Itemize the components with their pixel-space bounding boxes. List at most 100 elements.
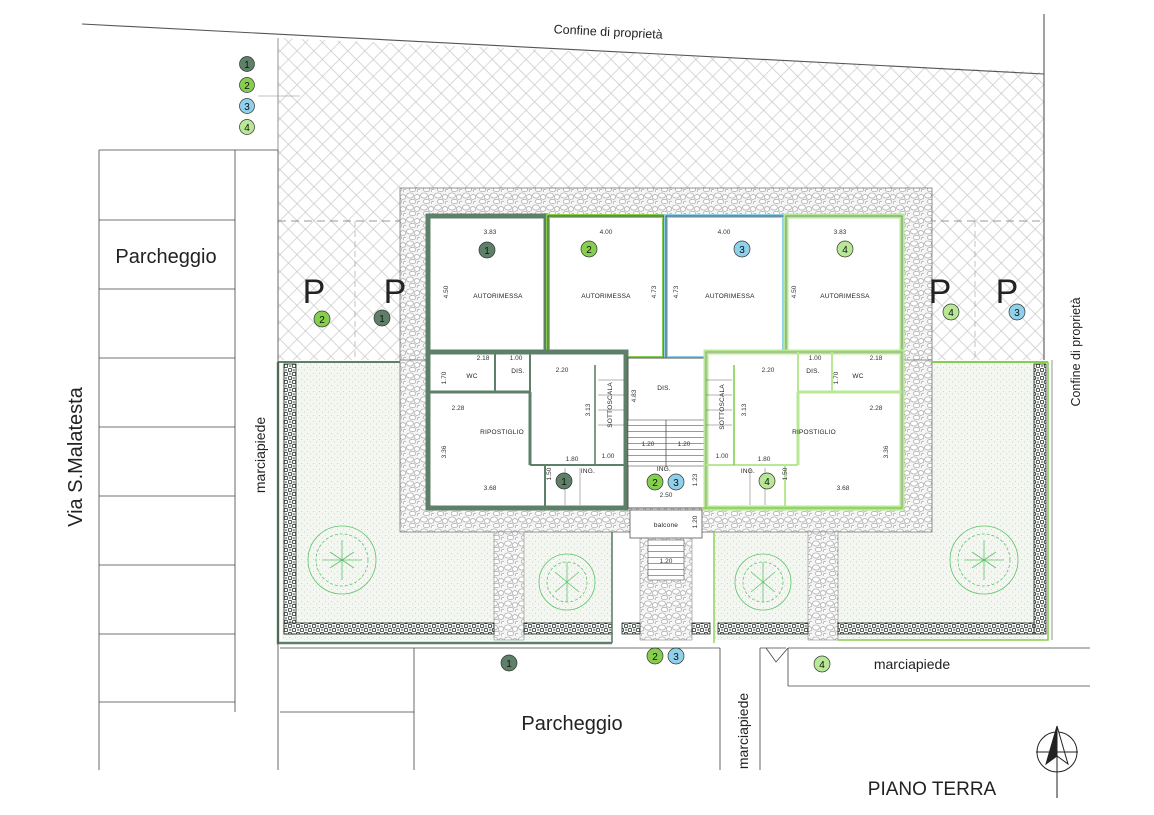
dim-label: 1.70 — [833, 371, 840, 384]
dim-label: 1.20 — [678, 441, 691, 448]
dim-label: 1.20 — [660, 558, 673, 565]
parking-symbol: P — [303, 273, 326, 311]
property-boundary-top — [81, 23, 1045, 75]
garage-1-label: AUTORIMESSA — [473, 293, 523, 300]
svg-text:4: 4 — [764, 477, 770, 488]
dim-label: 4.50 — [791, 285, 798, 298]
parking-symbol: P — [384, 273, 407, 311]
dim-label: 2.50 — [660, 492, 673, 499]
garage-unit-2 — [546, 214, 666, 360]
dim-label: 1.00 — [809, 355, 822, 362]
unit-marker-3: 3 — [667, 647, 685, 665]
unit-marker-1: 1 — [373, 309, 391, 327]
ripostiglio-label: RIPOSTIGLIO — [792, 429, 836, 436]
svg-text:1: 1 — [244, 60, 250, 71]
dis-label: DIS. — [806, 368, 819, 375]
svg-text:3: 3 — [1014, 308, 1020, 319]
dim-label: 3.83 — [834, 229, 847, 236]
dim-label: 1.00 — [602, 453, 615, 460]
dim-label: 2.18 — [870, 355, 883, 362]
unit-marker-1: 1 — [500, 654, 518, 672]
svg-text:1: 1 — [484, 246, 490, 257]
sidewalk-label-bottom-right: marciapiede — [874, 656, 950, 672]
svg-text:4: 4 — [842, 245, 848, 256]
wc-label: WC — [852, 373, 863, 380]
unit-legend: 1 2 3 4 — [239, 56, 300, 135]
left-parking-area — [98, 149, 1090, 770]
ing-label: ING. — [581, 468, 595, 475]
garage-3-label: AUTORIMESSA — [705, 293, 755, 300]
parking-symbol: P — [929, 273, 952, 311]
garage-unit-4 — [783, 213, 905, 355]
unit-marker-3: 3 — [733, 240, 751, 258]
ing-label: ING. — [741, 468, 755, 475]
dim-label: 4.83 — [631, 389, 638, 402]
svg-text:2: 2 — [319, 315, 325, 326]
svg-text:2: 2 — [586, 245, 592, 256]
legend-item-4: 4 — [239, 119, 255, 135]
svg-text:2: 2 — [244, 81, 250, 92]
dim-label: 1.20 — [642, 441, 655, 448]
balcony — [629, 509, 703, 539]
property-line-label-top: Confine di proprietà — [553, 22, 663, 42]
tree-symbol — [307, 525, 377, 595]
street-label: Via S.Malatesta — [65, 386, 87, 527]
dim-label: 2.20 — [556, 367, 569, 374]
unit-marker-4: 4 — [942, 303, 960, 321]
unit-marker-4: 4 — [813, 655, 831, 673]
tree-symbol — [734, 553, 792, 611]
dim-label: 1.00 — [716, 453, 729, 460]
svg-text:3: 3 — [673, 652, 679, 663]
legend-item-2: 2 — [239, 77, 255, 93]
parking-symbol: P — [996, 273, 1019, 311]
svg-text:1: 1 — [561, 477, 567, 488]
unit-marker-2: 2 — [313, 310, 331, 328]
dim-label: 1.80 — [758, 456, 771, 463]
parking-label-bottom: Parcheggio — [521, 713, 622, 735]
floor-title: PIANO TERRA — [868, 779, 997, 800]
dim-label: 1.50 — [782, 467, 789, 480]
dim-label: 3.68 — [484, 485, 497, 492]
unit-marker-1: 1 — [555, 472, 573, 490]
garage-unit-1 — [425, 213, 549, 355]
sidewalk-label-left: marciapiede — [252, 417, 268, 493]
wc-label: WC — [466, 373, 477, 380]
garage-4-label: AUTORIMESSA — [820, 293, 870, 300]
legend-item-3: 3 — [239, 98, 255, 114]
tree-symbol — [949, 525, 1019, 595]
dis-center-label: DIS. — [657, 385, 670, 392]
dim-label: 3.13 — [741, 403, 748, 416]
dim-label: 1.50 — [546, 467, 553, 480]
ing-center-label: ING. — [657, 466, 671, 473]
unit-1-rooms — [425, 349, 629, 511]
unit-marker-2: 2 — [646, 473, 664, 491]
dim-label: 3.68 — [837, 485, 850, 492]
dim-label: 3.36 — [441, 445, 448, 458]
dim-label: 1.23 — [692, 473, 699, 486]
legend-item-1: 1 — [239, 56, 255, 72]
building — [425, 213, 905, 581]
unit-markers: 1 2 3 4 2 1 4 3 1 2 3 4 1 2 3 4 — [313, 240, 1026, 673]
dim-label: 1.70 — [441, 371, 448, 384]
svg-text:1: 1 — [379, 314, 385, 325]
sottoscala-label: SOTTOSCALA — [719, 384, 726, 430]
dim-label: 4.00 — [718, 229, 731, 236]
dim-label: 3.13 — [585, 403, 592, 416]
dim-label: 4.73 — [673, 285, 680, 298]
balcone-label: balcone — [654, 522, 678, 529]
dim-label: 2.20 — [762, 367, 775, 374]
tree-symbol — [538, 553, 596, 611]
dim-label: 2.28 — [870, 405, 883, 412]
unit-marker-2: 2 — [646, 647, 664, 665]
svg-text:2: 2 — [652, 478, 658, 489]
sottoscala-label: SOTTOSCALA — [607, 382, 614, 428]
dis-label: DIS. — [511, 368, 524, 375]
garage-unit-3 — [664, 214, 786, 360]
unit-marker-2: 2 — [580, 240, 598, 258]
site-labels: Confine di proprietà Confine di propriet… — [65, 22, 1083, 800]
unit-marker-3: 3 — [667, 473, 685, 491]
svg-text:1: 1 — [506, 659, 512, 670]
unit-marker-4: 4 — [758, 472, 776, 490]
north-arrow-icon — [1036, 725, 1078, 798]
